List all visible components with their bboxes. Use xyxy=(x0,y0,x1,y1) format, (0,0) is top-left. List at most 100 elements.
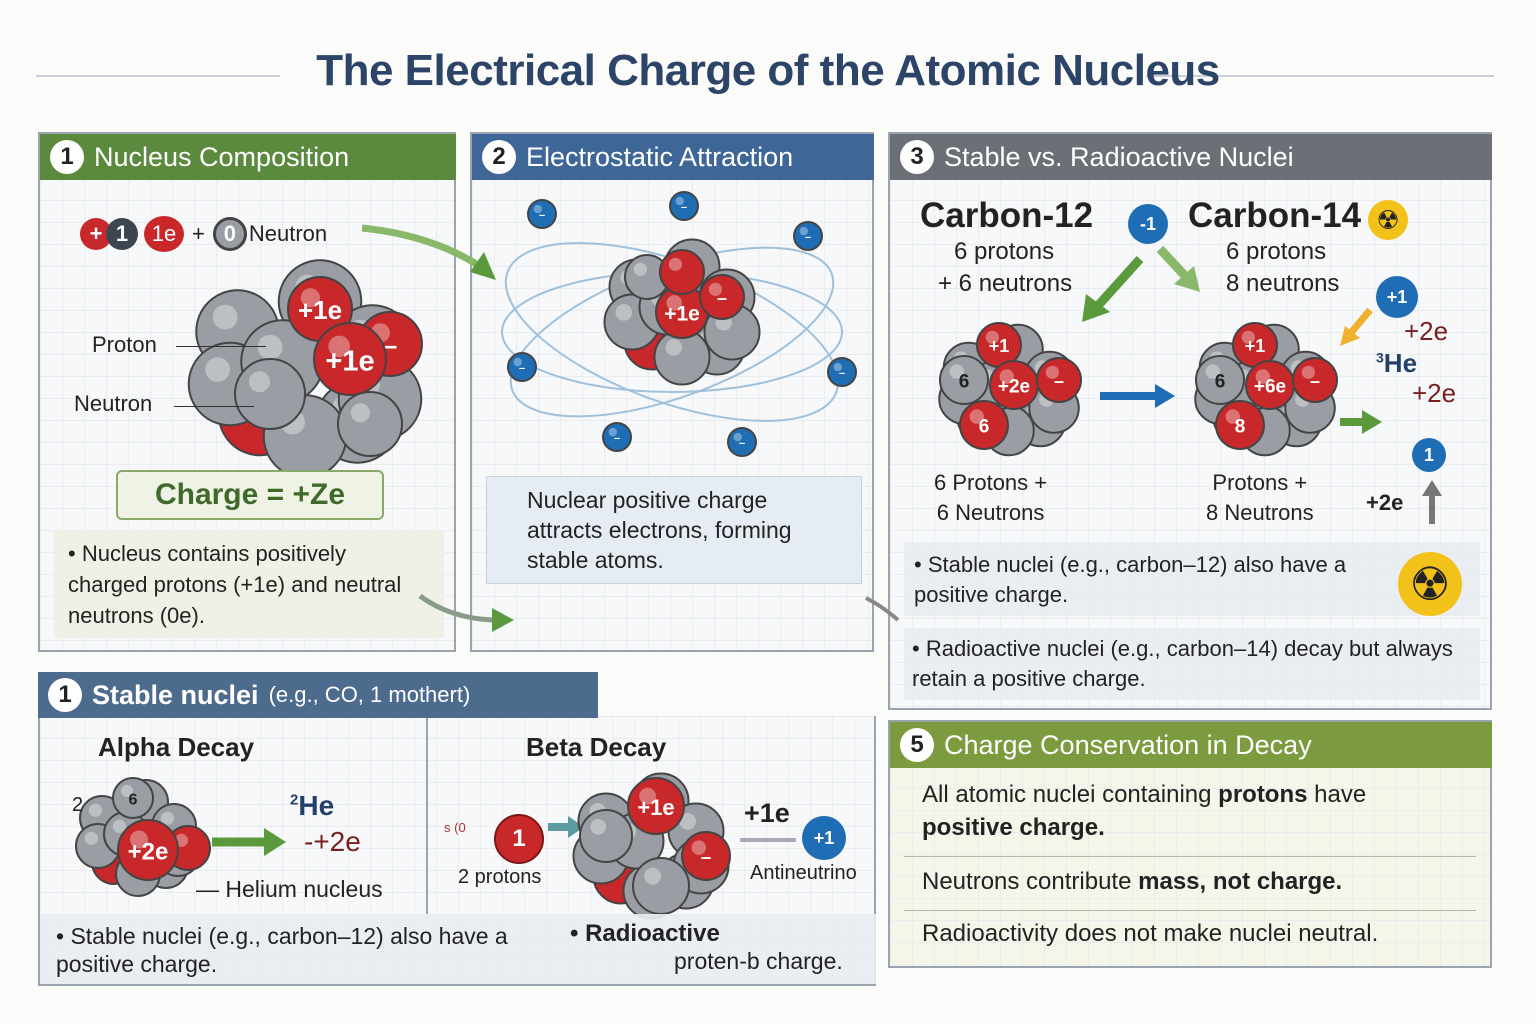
step-number: 3 xyxy=(900,140,934,174)
carbon12-caption-neutrons: 6 Neutrons xyxy=(936,500,1045,525)
neutrons-text-bold: mass, not charge. xyxy=(1138,868,1343,895)
svg-text:+2e: +2e xyxy=(128,839,169,866)
carbon14-nucleus: +1 6 +6e– 8 xyxy=(1194,322,1338,457)
divider xyxy=(904,856,1476,857)
radioactive-note-tail: proten-b charge. xyxy=(674,948,843,974)
neutrons-text: Neutrons contribute xyxy=(922,868,1139,895)
radioactive-note-heading: • Radioactive xyxy=(570,920,720,947)
carbon12-neutrons: + 6 neutrons xyxy=(938,270,1073,297)
svg-text:8: 8 xyxy=(1235,417,1246,438)
carbon12-title: Carbon-12 xyxy=(920,196,1094,235)
svg-text:–: – xyxy=(539,209,545,221)
svg-text:6: 6 xyxy=(1215,372,1226,393)
svg-text:+1e: +1e xyxy=(325,346,374,378)
panel-header: 5 Charge Conservation in Decay xyxy=(890,722,1492,768)
positron-particle: +1 xyxy=(1376,276,1418,318)
plus-sign: + xyxy=(192,221,205,246)
neutron-ball xyxy=(579,809,633,863)
neutron-pointer xyxy=(174,406,254,407)
panel-title: Stable nuclei xyxy=(92,679,259,710)
radioactive-note: • Radioactive nuclei (e.g., carbon–14) d… xyxy=(904,628,1480,700)
neutron-icon: 0 xyxy=(212,217,247,251)
helium-mass-number: 3 xyxy=(1376,349,1384,366)
svg-text:+2e: +2e xyxy=(998,377,1030,398)
svg-text:–: – xyxy=(717,288,727,308)
panel-title: Nucleus Composition xyxy=(94,141,350,172)
helium-nucleus-label: Helium nucleus xyxy=(225,876,383,902)
carbon12-nucleus: +16+2e–6 xyxy=(938,322,1082,457)
svg-text:+1e: +1e xyxy=(298,295,342,325)
charge-label: +2e xyxy=(1412,378,1457,408)
radiation-icon-large: ☢ xyxy=(1398,552,1462,616)
svg-text:+1: +1 xyxy=(989,336,1010,356)
svg-text:+1e: +1e xyxy=(664,302,700,325)
helium-symbol: He xyxy=(1383,348,1418,378)
proton-ball: +1e xyxy=(287,276,353,342)
antineutrino-label: Antineutrino xyxy=(750,862,857,884)
decay-arrows xyxy=(1082,245,1442,524)
panel-subtitle: (e.g., CO, 1 mothert) xyxy=(268,682,471,707)
proton-ball: 8 xyxy=(1215,400,1265,450)
svg-text:–: – xyxy=(1054,371,1064,391)
neutron-ball: 6 xyxy=(939,355,989,405)
carbon14-neutrons: 8 neutrons xyxy=(1226,270,1340,297)
electron-ball: – xyxy=(527,199,557,229)
stable-note: • Stable nuclei (e.g., carbon–12) also h… xyxy=(904,542,1480,616)
proton-ball xyxy=(659,249,705,295)
electron-charge-icon: 1e xyxy=(144,216,184,252)
conservation-text-bold: positive charge. xyxy=(922,814,1105,841)
proton-ball: – xyxy=(681,831,731,881)
divider xyxy=(904,910,1476,911)
title-rule-left xyxy=(36,75,280,77)
neutron-ball xyxy=(632,857,690,915)
proton-ball: – xyxy=(1036,357,1082,403)
electron-ball: – xyxy=(827,357,857,387)
panel-title: Charge Conservation in Decay xyxy=(944,729,1312,760)
neutron-ball xyxy=(234,358,306,430)
proton-ball: 6 xyxy=(959,400,1009,450)
electron-ball: – xyxy=(669,191,699,221)
nucleus-illustration: +1e–+1e xyxy=(187,259,423,479)
helium-mass-number: 2 xyxy=(290,791,299,809)
protons-label: 2 protons xyxy=(458,866,542,888)
neutron-ball xyxy=(624,254,670,300)
alpha-decay-title: Alpha Decay xyxy=(98,732,255,762)
neutron-ball: 6 xyxy=(112,777,154,819)
carbon14-title: Carbon-14 xyxy=(1188,196,1362,235)
panel-title: Electrostatic Attraction xyxy=(526,141,794,172)
proton-ball: +2e xyxy=(117,819,179,881)
proton-label: Proton xyxy=(92,332,157,357)
neutron-label: Neutron xyxy=(74,391,153,416)
small-label: s (0 xyxy=(444,820,466,835)
step-number: 5 xyxy=(900,728,934,762)
antineutrino-particle: +1 xyxy=(802,816,846,860)
panel-charge-conservation: 5 Charge Conservation in Decay All atomic… xyxy=(888,720,1492,968)
attraction-note: Nuclear positive charge attracts electro… xyxy=(486,476,862,584)
svg-text:–: – xyxy=(681,201,687,213)
svg-text:–: – xyxy=(701,848,712,869)
title-rule-right xyxy=(1146,75,1494,77)
svg-text:–: – xyxy=(519,362,525,374)
charge-label: +2e xyxy=(1404,316,1449,346)
proton-ball: +1e xyxy=(655,285,709,339)
page-title: The Electrical Charge of the Atomic Nucl… xyxy=(316,46,1220,95)
svg-text:–: – xyxy=(614,432,620,444)
svg-text:+1: +1 xyxy=(1245,336,1266,356)
proton-ball: +6e xyxy=(1245,360,1295,410)
composition-note: • Nucleus contains positively charged pr… xyxy=(54,530,444,638)
atom-with-electron-orbits: +1e–––––––– xyxy=(501,191,857,457)
carbon12-protons: 6 protons xyxy=(954,238,1055,265)
svg-text:–: – xyxy=(805,231,811,243)
beta-decay-nucleus: +1e– xyxy=(572,772,731,920)
emission-line xyxy=(740,838,796,842)
neutron-legend-label: Neutron xyxy=(248,221,328,246)
conservation-text: have xyxy=(1307,781,1367,808)
svg-text:–: – xyxy=(1310,371,1320,391)
proton-ball: 1 xyxy=(494,814,544,864)
panel-stable-nuclei-decay: Alpha Decay 6+2e 2 2He -+2e — Helium nuc… xyxy=(38,716,876,986)
conservation-text: All atomic nuclei containing xyxy=(922,781,1219,808)
